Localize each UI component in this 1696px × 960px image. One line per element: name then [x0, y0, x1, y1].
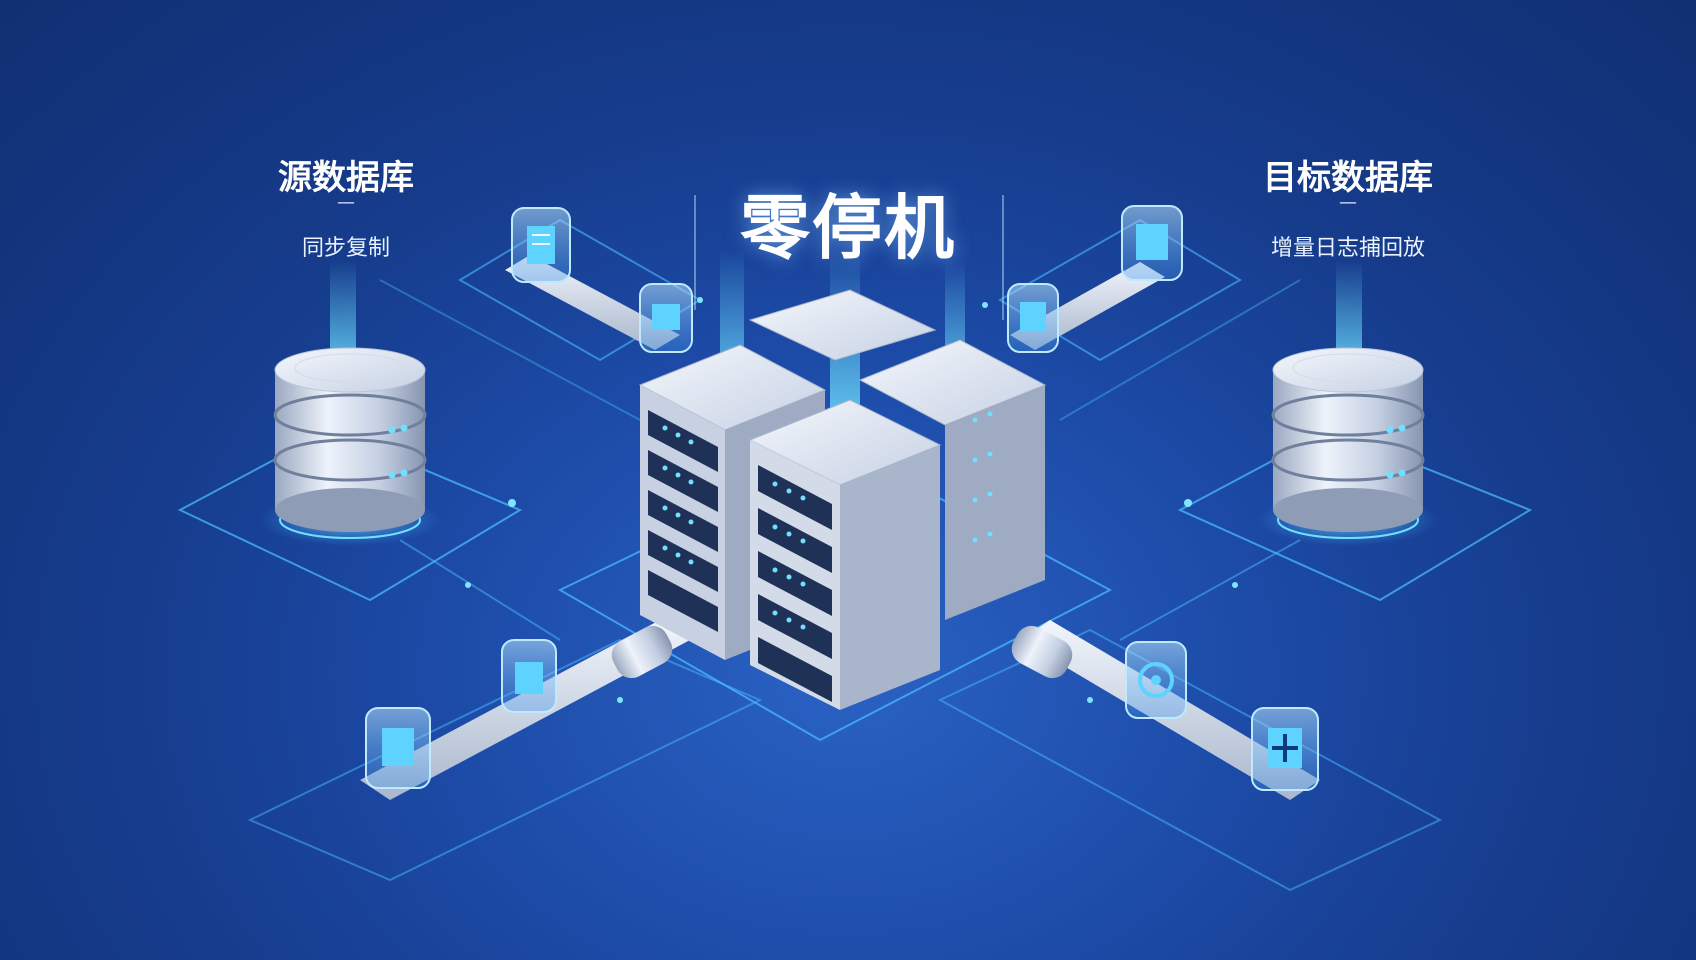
target-database-icon	[1258, 347, 1438, 546]
plus-icon	[1251, 707, 1319, 791]
target-database-title: 目标数据库	[1263, 158, 1433, 198]
source-database-subtitle: 同步复制	[301, 236, 391, 261]
source-database-title: 源数据库	[278, 158, 414, 198]
data-particles	[465, 297, 1238, 703]
document-icon	[365, 707, 431, 789]
server-rack-icon	[1121, 205, 1183, 281]
folder-icon	[501, 639, 557, 713]
source-database-icon	[260, 347, 440, 546]
document-icon	[1007, 283, 1059, 353]
target-database-subtitle: 增量日志捕回放	[1270, 236, 1426, 261]
server-drive-slots	[648, 410, 832, 702]
source-separator: —	[337, 192, 355, 213]
backup-icon	[1125, 641, 1187, 719]
main-title: 零停机	[740, 187, 956, 269]
server-status-leds	[662, 411, 993, 630]
document-icon	[511, 207, 571, 283]
target-separator: —	[1339, 192, 1357, 213]
folder-icon	[639, 283, 693, 353]
